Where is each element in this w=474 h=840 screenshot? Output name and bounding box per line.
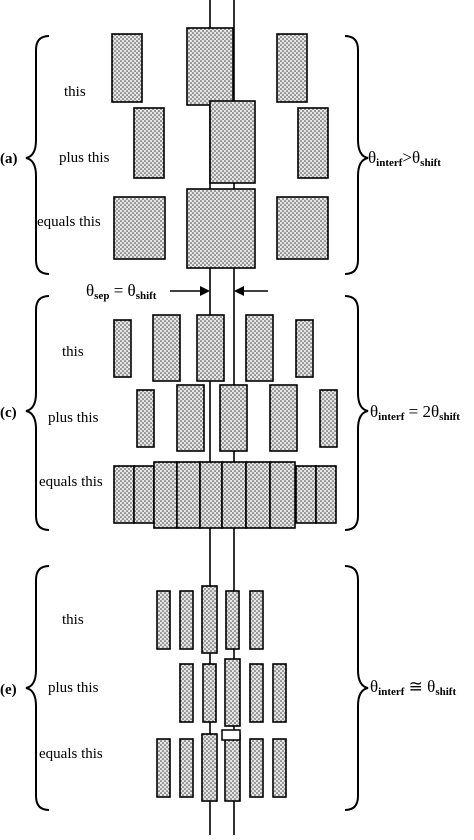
panel-c-row-label-equals: equals this	[39, 474, 103, 490]
panel-e-equals-block-6	[272, 738, 287, 798]
panel-a-equals-block-2	[186, 188, 256, 269]
panel-c-equals-block-9	[295, 465, 317, 524]
panel-e-plus-block-4	[249, 663, 264, 723]
panel-c-equals-block-5	[199, 461, 223, 529]
panel-c-plus-block-5	[319, 389, 338, 448]
panel-c-condition: θinterf = 2θshift	[370, 402, 460, 423]
panel-c-plus-block-4	[269, 384, 298, 452]
panel-e-plus-block-1	[179, 663, 194, 723]
panel-e-row-label-plus: plus this	[48, 680, 99, 696]
panel-c-this-block-3	[196, 314, 225, 382]
panel-e-plus-block-3	[224, 658, 241, 727]
panel-a-section-label: (a)	[0, 151, 18, 167]
panel-e-this-block-4	[225, 590, 240, 650]
panel-e-this-block-3	[201, 585, 218, 654]
panel-a-row-label-equals: equals this	[37, 214, 101, 230]
panel-e-left-brace	[25, 565, 50, 811]
panel-c-section-label: (c)	[0, 405, 17, 421]
panel-e-plus-block-2	[202, 663, 217, 723]
panel-c-equals-block-7	[245, 461, 271, 529]
panel-c-equals-block-3	[153, 461, 178, 529]
panel-c-this-block-5	[295, 319, 314, 378]
panel-c-row-label-this: this	[62, 344, 84, 360]
panel-a-row-label-plus: plus this	[59, 150, 110, 166]
panel-c-row-label-plus: plus this	[48, 410, 99, 426]
separation-annotation: θsep = θshift	[86, 281, 268, 302]
panel-e-this-block-2	[179, 590, 194, 650]
panel-e-this-block-5	[249, 590, 264, 650]
panel-a-this-block-3	[276, 33, 308, 103]
panel-a-this-block-2	[186, 27, 234, 106]
panel-e-right-brace	[344, 565, 369, 811]
panel-a-plus-block-1	[133, 107, 165, 179]
panel-c-this-block-2	[152, 314, 181, 382]
panel-a-condition: θinterf>θshift	[368, 148, 441, 169]
panel-e: (e) this plus this equals this θinterf ≅…	[0, 565, 456, 811]
panel-c-equals-block-8	[269, 461, 296, 529]
panel-a-plus-block-3	[297, 107, 329, 179]
panel-e-equals-block-4	[224, 733, 241, 802]
panel-c-plus-block-3	[219, 384, 248, 452]
separation-arrow-left-head	[200, 286, 210, 296]
separation-label: θsep = θshift	[86, 281, 157, 302]
panel-e-equals-block-3	[201, 733, 218, 802]
panel-a: (a) this plus this equals this θinterf>θ…	[0, 27, 441, 275]
panel-c-this-block-4	[245, 314, 274, 382]
panel-c-equals-block-10	[315, 465, 337, 524]
panel-c-this-block-1	[113, 319, 132, 378]
panel-e-row-label-this: this	[62, 612, 84, 628]
panel-c-plus-block-1	[136, 389, 155, 448]
panel-e-section-label: (e)	[0, 682, 17, 698]
panel-a-this-block-1	[111, 33, 143, 103]
panel-c-equals-block-2	[133, 465, 155, 524]
panel-c-equals-block-4	[176, 461, 201, 529]
panel-e-condition: θinterf ≅ θshift	[370, 677, 456, 698]
panel-e-equals-block-1	[156, 738, 171, 798]
panel-a-plus-block-2	[209, 100, 256, 184]
panel-a-equals-block-1	[113, 196, 166, 260]
panel-e-this-block-1	[156, 590, 171, 650]
panel-e-plus-block-5	[272, 663, 287, 723]
panel-c-plus-block-2	[176, 384, 205, 452]
panel-a-left-brace	[25, 35, 50, 275]
panel-a-right-brace	[344, 35, 369, 275]
panel-c-right-brace	[344, 295, 369, 531]
panel-c: (c) this plus this equals this θinterf =…	[0, 295, 460, 531]
panel-e-equals-overlap-marker	[221, 729, 241, 741]
panel-c-left-brace	[25, 295, 50, 531]
panel-c-equals-block-1	[113, 465, 135, 524]
separation-arrow-right-head	[234, 286, 244, 296]
panel-e-equals-block-5	[249, 738, 264, 798]
panel-e-equals-block-2	[179, 738, 194, 798]
panel-a-row-label-this: this	[64, 84, 86, 100]
panel-c-equals-block-6	[221, 461, 247, 529]
panel-e-row-label-equals: equals this	[39, 746, 103, 762]
panel-a-equals-block-3	[276, 196, 329, 260]
